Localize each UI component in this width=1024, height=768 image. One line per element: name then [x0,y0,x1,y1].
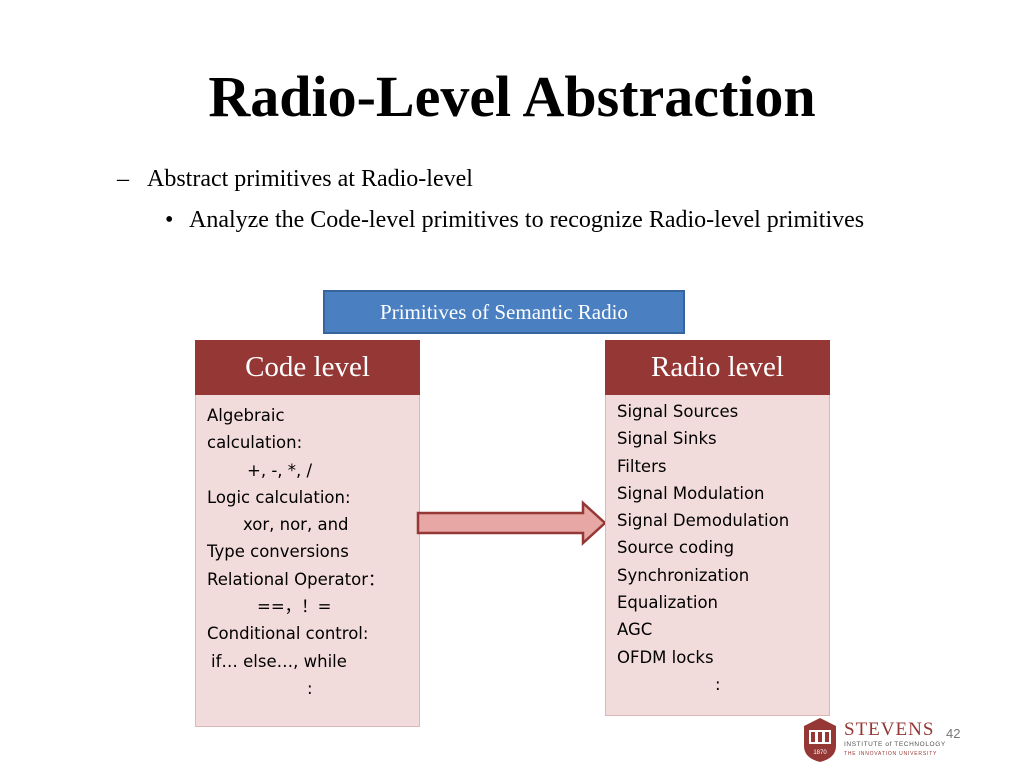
logo-tagline: THE INNOVATION UNIVERSITY [844,751,938,757]
list-item: Logic calculation: [207,487,351,507]
code-level-panel: Code level Algebraic calculation: +, -, … [195,340,420,727]
list-item: Signal Sinks [617,429,717,449]
list-item: Signal Modulation [617,483,765,503]
logo-name: STEVENS [844,719,935,740]
list-item: OFDM locks [617,647,714,667]
list-item: Algebraic [207,406,285,425]
bullet-level-2: • Analyze the Code-level primitives to r… [165,204,895,236]
stevens-logo: 1870 STEVENS INSTITUTE of TECHNOLOGY THE… [800,716,945,764]
code-level-body: Algebraic calculation: +, -, *, / Logic … [195,395,420,727]
list-item: Conditional control: [207,624,369,644]
stevens-seal-icon: 1870 [804,718,836,762]
seal-year: 1870 [813,750,827,756]
primitives-label-box: Primitives of Semantic Radio [323,290,685,334]
dash-marker: – [117,166,129,192]
bullet-level-1: –Abstract primitives at Radio-level [117,164,473,194]
page-number: 42 [946,726,961,741]
bullet-level-1-text: Abstract primitives at Radio-level [147,166,473,192]
list-item: Filters [617,456,667,476]
list-item: xor, nor, and [243,515,349,535]
radio-level-header: Radio level [605,340,830,395]
radio-level-body: Signal Sources Signal Sinks Filters Sign… [605,395,830,716]
bullet-dot-marker: • [165,207,174,233]
list-item: Signal Sources [617,402,739,421]
list-item: ==，！= [257,597,332,617]
bullet-level-2-text: Analyze the Code-level primitives to rec… [189,207,865,233]
list-item: AGC [617,620,653,640]
list-item: calculation: [207,433,303,453]
list-item: Source coding [617,538,735,558]
list-item: Synchronization [617,565,750,585]
list-item: Signal Demodulation [617,511,790,531]
right-arrow-icon [416,500,607,546]
list-item: Type conversions [207,542,349,562]
slide-title: Radio-Level Abstraction [208,64,816,129]
list-item: : [715,674,721,694]
radio-level-panel: Radio level Signal Sources Signal Sinks … [605,340,830,716]
code-level-header: Code level [195,340,420,395]
list-item: Equalization [617,593,719,613]
logo-subtitle: INSTITUTE of TECHNOLOGY [844,741,946,748]
list-item: Relational Operator： [207,569,385,589]
list-item: +, -, *, / [247,460,313,480]
list-item: if… else…, while [211,651,347,671]
list-item: : [307,678,313,698]
